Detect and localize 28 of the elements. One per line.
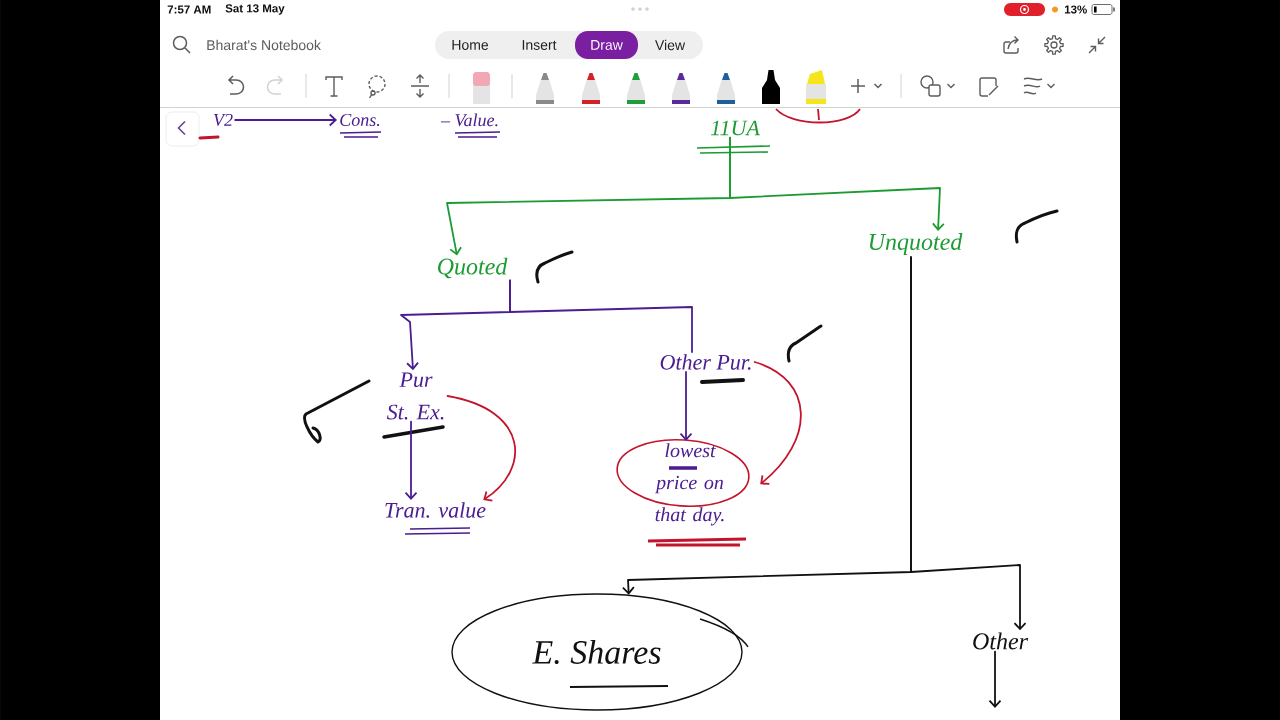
handwritten-text: V2 [213, 113, 233, 127]
arrow [988, 650, 1002, 708]
arrow [910, 256, 1027, 631]
circled-text: E. Shares [451, 593, 749, 711]
handwritten-text: Quoted [438, 257, 508, 279]
handwritten-text: lowest price on that day. [654, 443, 724, 526]
arrow [234, 113, 338, 127]
handwritten-text: – Value. [440, 113, 498, 127]
handwritten-text: Unquoted [869, 233, 963, 255]
connector-line [509, 279, 693, 353]
arrow [404, 420, 418, 500]
status-text: Sat 13 May [225, 4, 285, 15]
handwritten-text: Other [973, 632, 1029, 650]
notebook-title: Bharat's Notebook [207, 39, 321, 51]
tab-label: Home [452, 40, 489, 50]
tab-label: View [655, 39, 686, 51]
handwritten-text: Cons. [340, 113, 380, 127]
handwritten-text: 11UA [710, 120, 760, 136]
arrow [679, 371, 693, 441]
arrow [729, 136, 945, 231]
arrow [446, 395, 517, 502]
status-text: 13% [1064, 5, 1087, 14]
handwritten-text: Pur St. Ex. [386, 372, 444, 420]
handwritten-text: Other Pur. [660, 354, 751, 370]
status-text: 7:57 AM [167, 5, 211, 14]
tab-label: Insert [522, 40, 557, 50]
handwritten-text: Tran. value [385, 502, 486, 518]
arrow [753, 361, 802, 485]
